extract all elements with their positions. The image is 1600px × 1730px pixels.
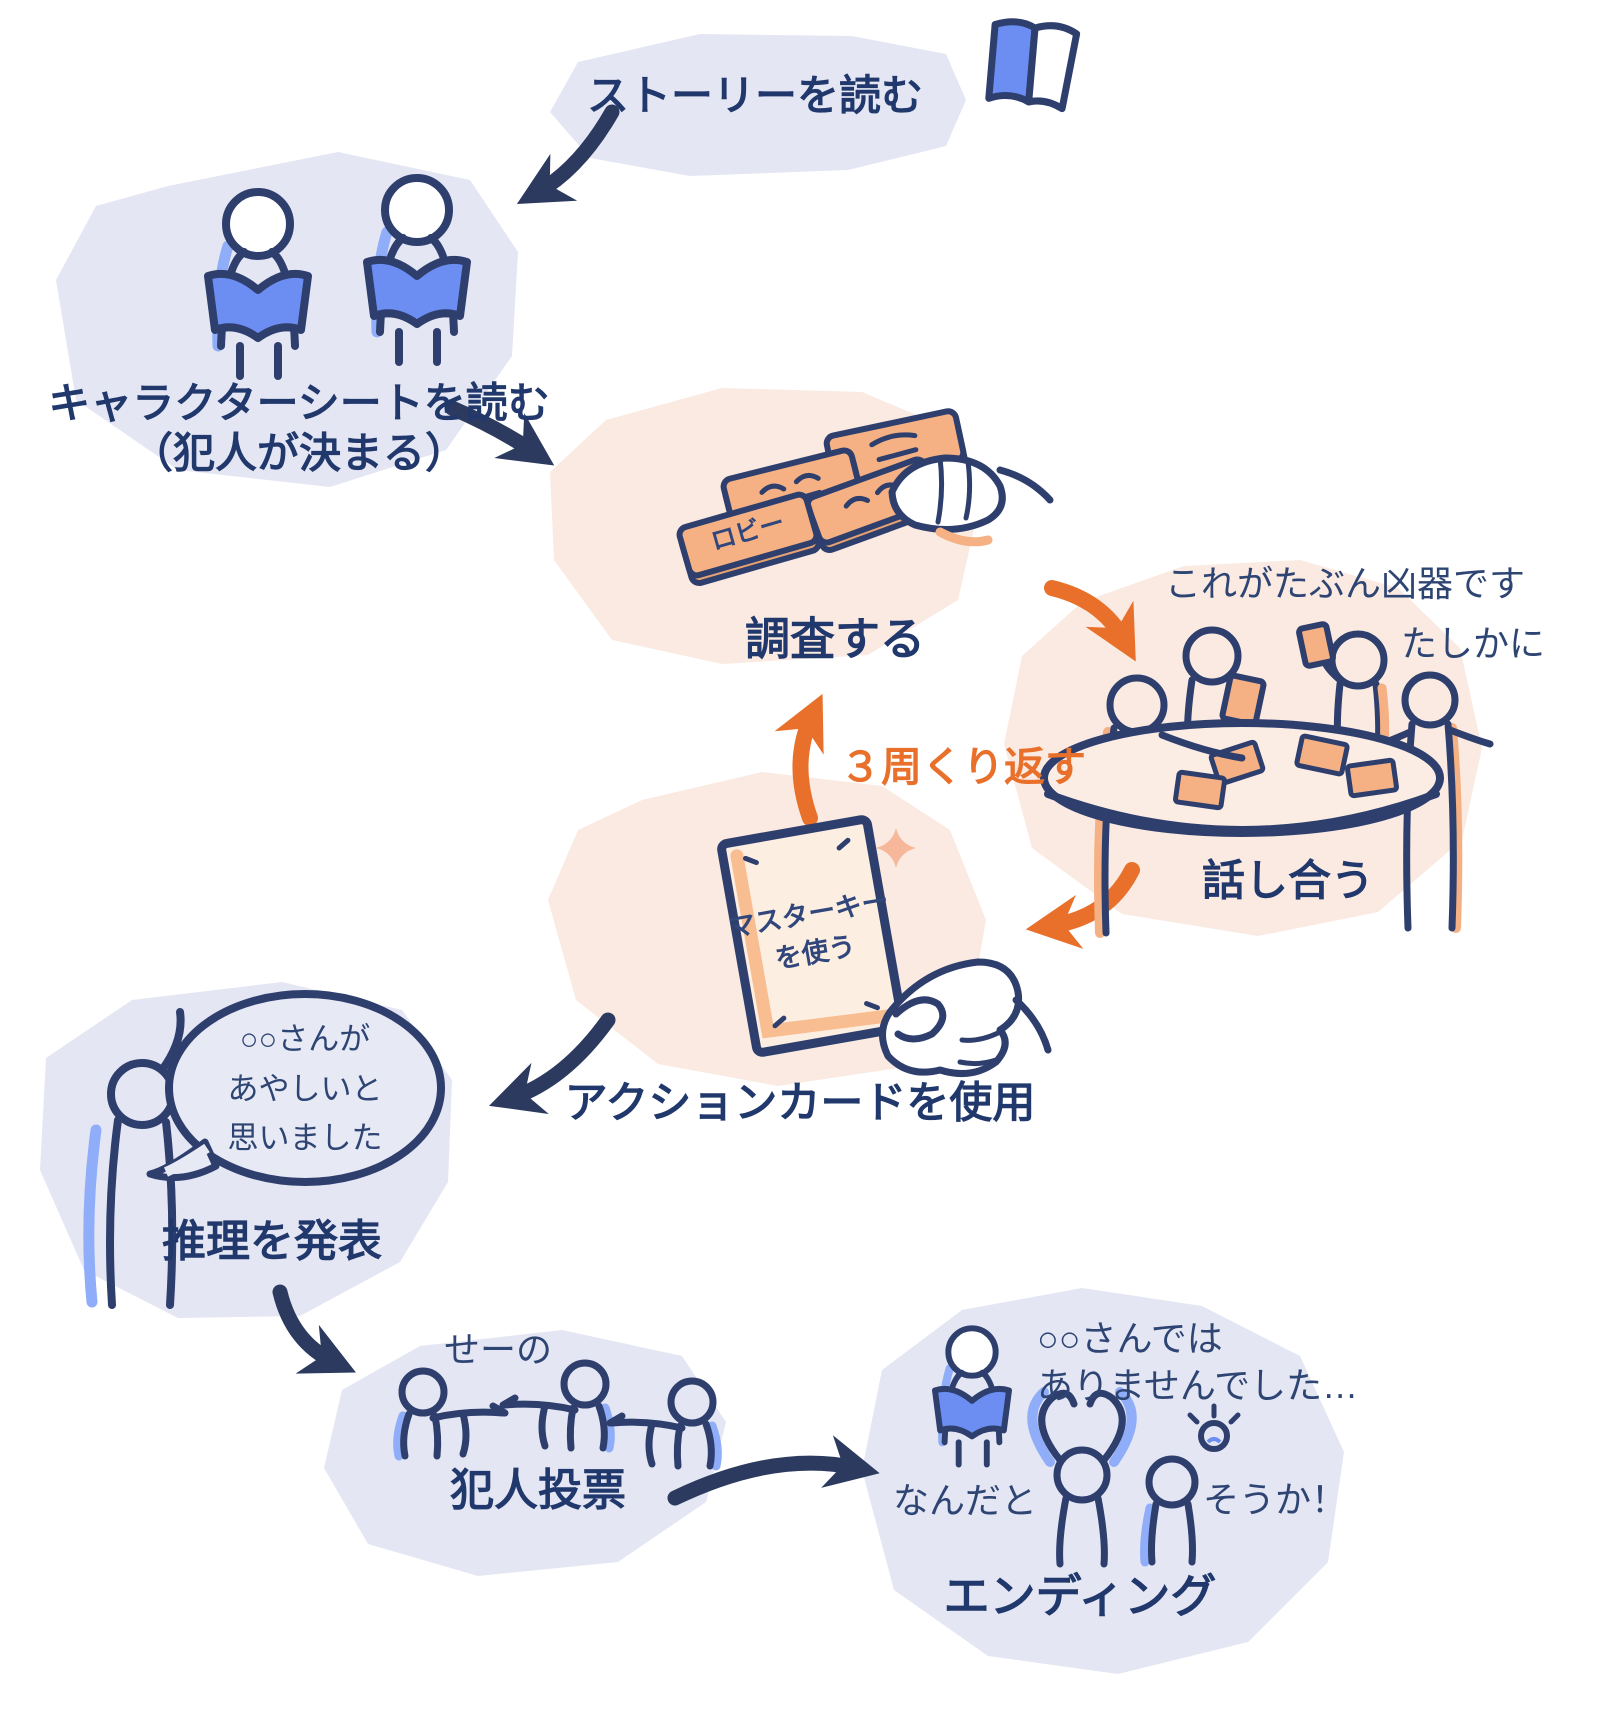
deduction-speech-bubble: [146, 990, 445, 1186]
arrow-story-to-character: [516, 104, 620, 205]
action-card-label: アクションカードを使用: [564, 1079, 1036, 1128]
discuss-speech-weapon: これがたぶん凶器です: [1164, 562, 1526, 604]
character-sheet-label-line1: キャラクターシートを読む: [48, 379, 550, 427]
action-card-hand-icon: [717, 815, 1052, 1078]
discussion-table-icon: [1040, 621, 1494, 938]
picking-hand-icon: [888, 454, 1054, 547]
ending-realize-person: [1140, 1403, 1241, 1567]
story-blob: [550, 34, 966, 176]
deduction-label: 推理を発表: [162, 1217, 382, 1267]
deduction-speech-text: ○○さんが あやしいと 思いました: [228, 1015, 383, 1164]
arrow-character-to-investigate: [444, 400, 555, 466]
vote-label: 犯人投票: [450, 1466, 626, 1516]
ending-reveal-speech: ○○さんでは ありませんでした…: [1037, 1316, 1358, 1410]
deduction-speech-line1: ○○さんが: [239, 1021, 371, 1057]
arrow-investigate-to-discuss: [1044, 580, 1136, 662]
story-label: ストーリーを読む: [586, 72, 924, 120]
clue-cards-icon: [676, 408, 1054, 587]
vote-ready-speech: せーの: [443, 1328, 553, 1370]
discuss-person-card-chest: [1182, 626, 1267, 749]
deduction-speech-line3: 思いました: [227, 1120, 383, 1156]
ending-shock-person: [1027, 1387, 1137, 1568]
investigate-label: 調査する: [744, 613, 926, 665]
repeat-label: ３周くり返す: [840, 743, 1086, 790]
arrow-action-to-investigate-repeat: [774, 693, 824, 826]
open-book-icon: [985, 18, 1081, 113]
discuss-speech-agree: たしかに: [1400, 622, 1546, 664]
ending-reveal-line1: ○○さんでは: [1037, 1318, 1223, 1360]
ending-shock-speech: なんだと: [892, 1479, 1038, 1521]
discuss-label: 話し合う: [1202, 857, 1374, 906]
deduction-speech-line2: あやしいと: [227, 1071, 383, 1107]
ending-label: エンディング: [943, 1569, 1217, 1622]
ending-reveal-line2: ありませんでした…: [1037, 1365, 1359, 1406]
arrow-deduction-to-vote: [272, 1284, 356, 1374]
character-sheet-label-line2: （犯人が決まる）: [130, 429, 468, 476]
sparkle-icon: [876, 828, 916, 868]
character-sheet-label: キャラクターシートを読む （犯人が決まる）: [48, 378, 549, 477]
arrow-vote-to-ending: [667, 1435, 880, 1506]
arrow-action-to-deduction: [488, 1012, 616, 1115]
ending-realize-speech: そうか！: [1202, 1478, 1348, 1520]
lightbulb-icon: [1187, 1403, 1241, 1452]
